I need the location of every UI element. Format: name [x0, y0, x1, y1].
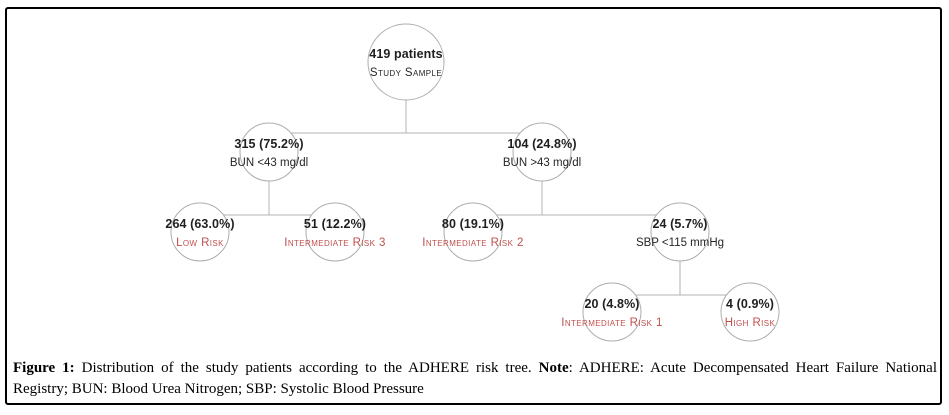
circle-intermediate-risk-3 — [305, 202, 365, 262]
caption-figure-label: Figure 1: — [13, 360, 75, 376]
figure-caption: Figure 1: Distribution of the study pati… — [13, 358, 937, 399]
circle-sbp-low — [650, 202, 710, 262]
figure-border — [5, 7, 942, 405]
caption-note-label: Note — [538, 360, 569, 376]
circle-high-risk — [720, 282, 780, 342]
caption-line-2: Registry; BUN: Blood Urea Nitrogen; SBP:… — [13, 380, 424, 397]
circle-bun-low — [239, 122, 299, 182]
caption-line-1: Figure 1: Distribution of the study pati… — [13, 358, 937, 379]
circle-intermediate-risk-1 — [582, 282, 642, 342]
caption-text: Distribution of the study patients accor… — [81, 360, 532, 376]
node-circles — [170, 23, 780, 342]
caption-note-text: : ADHERE: Acute Decompensated Heart Fail… — [568, 360, 938, 376]
circle-bun-high — [512, 122, 572, 182]
circle-study-sample — [367, 23, 445, 101]
circle-low-risk — [170, 202, 230, 262]
circle-intermediate-risk-2 — [443, 202, 503, 262]
